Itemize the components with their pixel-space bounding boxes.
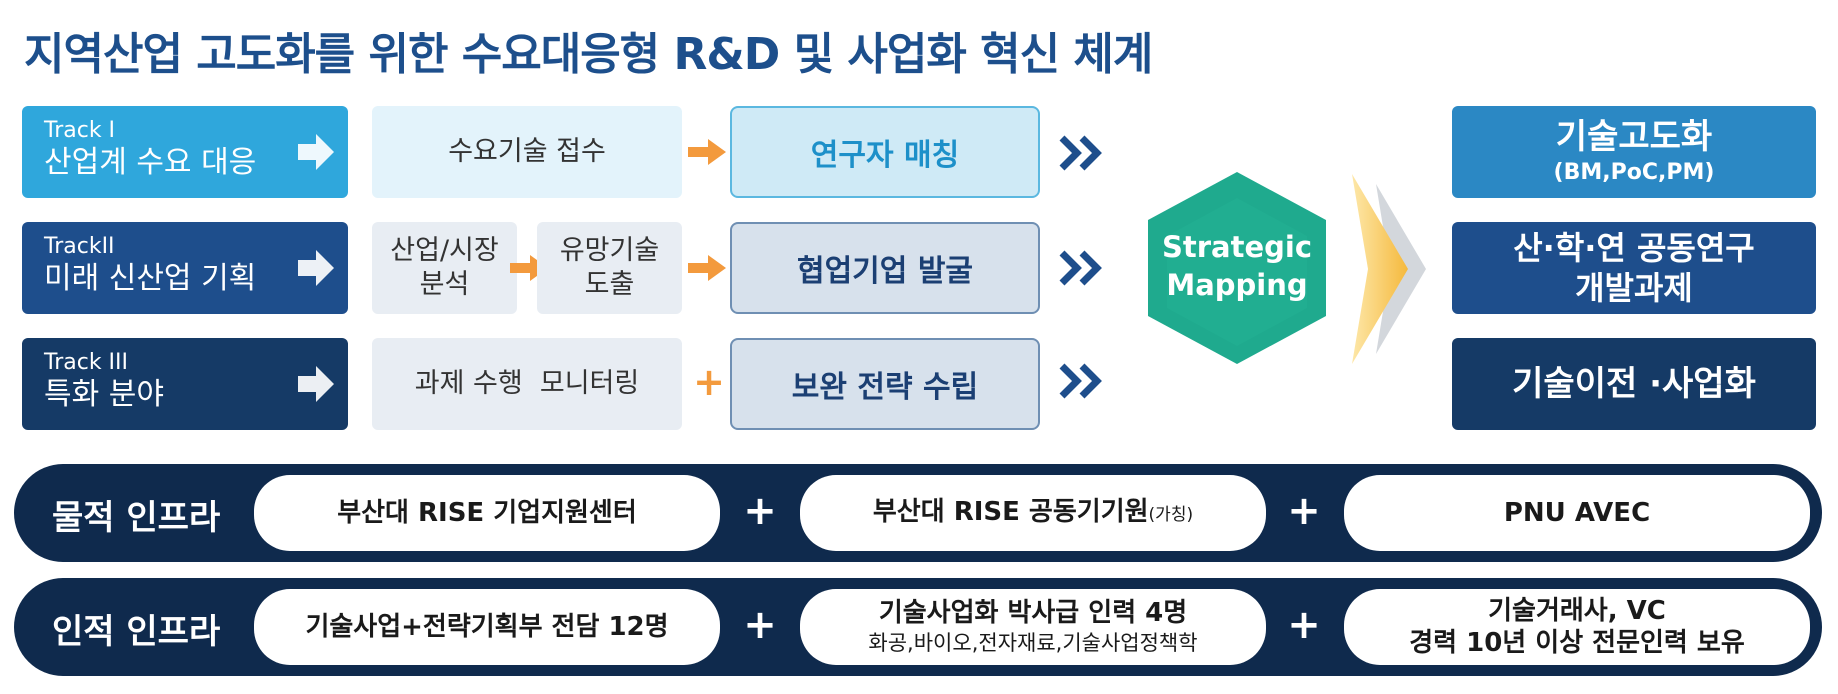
physical-infra-item-2: 부산대 RISE 공동기기원(가칭) (800, 475, 1266, 551)
physical-infra-item-2-main: 부산대 RISE 공동기기원 (872, 496, 1149, 527)
strategic-mapping-label: Strategic Mapping (1161, 230, 1313, 302)
plus-sign: + (743, 488, 777, 534)
step-market-analysis: 산업/시장 분석 (372, 222, 517, 314)
physical-infra-item-2-text: 부산대 RISE 공동기기원(가칭) (873, 496, 1193, 531)
main-strategy-complement: 보완 전략 수립 (730, 338, 1040, 430)
track-1-label: Track I (44, 118, 116, 143)
physical-infra-item-3-text: PNU AVEC (1503, 498, 1651, 528)
step-demand-intake: 수요기술 접수 (372, 106, 682, 198)
plus-sign: + (1287, 488, 1321, 534)
track-2-title: 미래 신산업 기획 (44, 261, 257, 296)
physical-infra-item-2-suffix: (가칭) (1148, 504, 1194, 525)
output-2-subtitle: 개발과제 (1575, 269, 1693, 307)
track-1-box: Track I 산업계 수요 대응 (22, 106, 348, 198)
plus-sign: + (1287, 602, 1321, 648)
output-1-title: 기술고도화 (1555, 117, 1713, 157)
plus-sign: + (743, 602, 777, 648)
human-infra-item-1-text: 기술사업+전략기획부 전담 12명 (305, 612, 669, 642)
orange-arrow-icon (688, 255, 726, 281)
track-1-title: 산업계 수요 대응 (44, 145, 257, 180)
human-infra-item-1: 기술사업+전략기획부 전담 12명 (254, 589, 720, 665)
track-2-box: TrackII 미래 신산업 기획 (22, 222, 348, 314)
double-chevron-icon (1059, 135, 1102, 171)
human-infra-item-3-title: 기술거래사, VC (1488, 596, 1666, 626)
output-joint-research: 산·학·연 공동연구 개발과제 (1452, 222, 1816, 314)
human-infra-item-2-title: 기술사업화 박사급 인력 4명 (878, 598, 1188, 628)
output-3-title: 기술이전 ·사업화 (1512, 364, 1756, 404)
output-commercialization: 기술이전 ·사업화 (1452, 338, 1816, 430)
output-tech-advancement: 기술고도화 (BM,PoC,PM) (1452, 106, 1816, 198)
big-chevron-arrow-icon (1352, 174, 1426, 364)
arrow-right-icon (298, 134, 334, 170)
physical-infra-item-1: 부산대 RISE 기업지원센터 (254, 475, 720, 551)
step-promising-tech: 유망기술 도출 (537, 222, 682, 314)
strategic-mapping-hexagon (1148, 172, 1326, 364)
human-infra-label: 인적 인프라 (52, 612, 221, 652)
arrow-right-icon (298, 250, 334, 286)
physical-infra-item-1-text: 부산대 RISE 기업지원센터 (337, 498, 637, 528)
track-3-box: Track III 특화 분야 (22, 338, 348, 430)
human-infra-item-2: 기술사업화 박사급 인력 4명 화공,바이오,전자재료,기술사업정책학 (800, 589, 1266, 665)
output-1-subtitle: (BM,PoC,PM) (1553, 160, 1715, 185)
orange-arrow-icon (688, 139, 726, 165)
track-2-label: TrackII (44, 234, 115, 259)
physical-infra-label: 물적 인프라 (52, 498, 221, 538)
physical-infra-item-3: PNU AVEC (1344, 475, 1810, 551)
page-title: 지역산업 고도화를 위한 수요대응형 R&D 및 사업화 혁신 체계 (24, 29, 1153, 80)
human-infra-item-3-detail: 경력 10년 이상 전문인력 보유 (1409, 628, 1745, 658)
track-3-label: Track III (44, 350, 129, 375)
plus-connector: + (693, 360, 725, 404)
step-monitoring: 과제 수행 모니터링 (372, 338, 682, 430)
double-chevron-icon (1059, 250, 1102, 286)
human-infra-item-3: 기술거래사, VC 경력 10년 이상 전문인력 보유 (1344, 589, 1810, 665)
double-chevron-icon (1059, 363, 1102, 399)
main-researcher-matching: 연구자 매칭 (730, 106, 1040, 198)
track-3-title: 특화 분야 (44, 377, 164, 412)
human-infra-item-2-detail: 화공,바이오,전자재료,기술사업정책학 (868, 631, 1198, 655)
main-partner-discovery: 협업기업 발굴 (730, 222, 1040, 314)
arrow-right-icon (298, 366, 334, 402)
output-2-title: 산·학·연 공동연구 (1513, 229, 1755, 267)
